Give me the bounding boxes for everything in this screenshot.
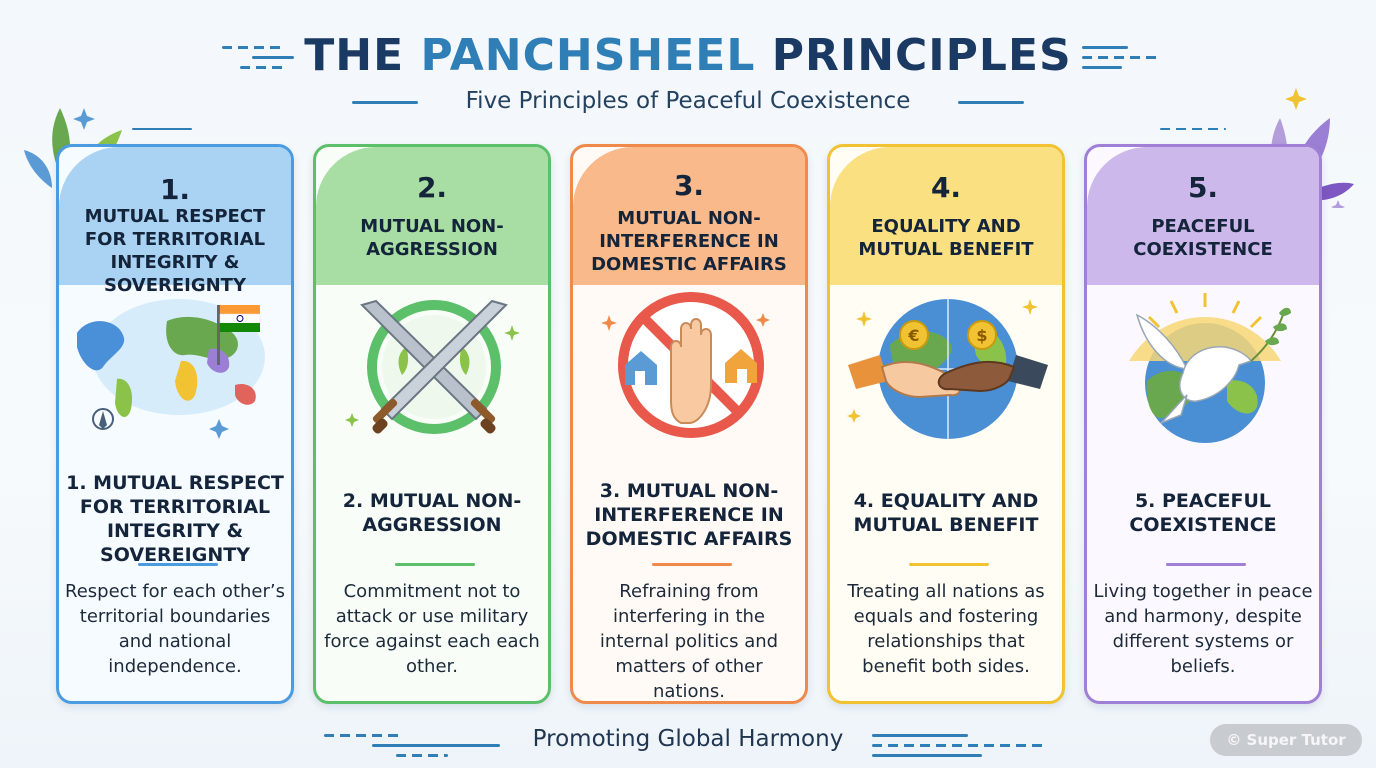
title-deco-left-dash2: [240, 66, 286, 69]
principle-card-2: 2. MUTUAL NON-AGGRESSION 2. MUTUAL NON-A…: [313, 144, 551, 704]
card-2-body-title: 2. MUTUAL NON-AGGRESSION: [342, 490, 522, 536]
footer-deco-right-dash: [872, 744, 1048, 747]
card-4-divider: [909, 563, 989, 566]
card-2-divider: [395, 563, 475, 566]
card-4-header-title: EQUALITY AND MUTUAL BENEFIT: [858, 216, 1034, 260]
card-3-number: 3.: [673, 169, 705, 202]
title-deco-right-line2: [1082, 66, 1122, 69]
card-1-description: Respect for each other’s territorial bou…: [65, 581, 285, 677]
card-5-header: 5. PEACEFUL COEXISTENCE: [1087, 147, 1319, 285]
card-2-illustration: [316, 285, 548, 455]
card-5-body-title: 5. PEACEFUL COEXISTENCE: [1129, 490, 1277, 536]
principle-card-1: 1. MUTUAL RESPECT FOR TERRITORIAL INTEGR…: [56, 144, 294, 704]
handshake-globe-icon: € $: [847, 299, 1048, 439]
card-4-number: 4.: [930, 171, 962, 204]
card-1-header-title: MUTUAL RESPECT FOR TERRITORIAL INTEGRITY…: [84, 206, 266, 296]
brand-badge: © Super Tutor: [1210, 724, 1362, 756]
card-2-description: Commitment not to attack or use military…: [324, 581, 540, 677]
card-4-body-title: 4. EQUALITY AND MUTUAL BENEFIT: [853, 490, 1039, 536]
card-1-divider: [138, 563, 218, 566]
world-map-flag-icon: [77, 299, 265, 439]
title-deco-left-dash: [222, 46, 282, 49]
footer-deco-left-line: [372, 744, 500, 747]
leaf-deco-line-left: [132, 128, 192, 130]
card-2-header-title: MUTUAL NON-AGGRESSION: [360, 216, 504, 260]
principle-card-4: 4. EQUALITY AND MUTUAL BENEFIT € $ 4. EQ…: [827, 144, 1065, 704]
principle-card-5: 5. PEACEFUL COEXISTENCE 5. PEACEFUL COEX…: [1084, 144, 1322, 704]
card-5-illustration: [1087, 285, 1319, 455]
leaf-deco-dash-right: [1160, 128, 1226, 130]
title-accent: PANCHSHEEL: [420, 30, 756, 81]
card-4-header: 4. EQUALITY AND MUTUAL BENEFIT: [830, 147, 1062, 285]
svg-text:$: $: [976, 326, 987, 345]
card-5-header-title: PEACEFUL COEXISTENCE: [1133, 216, 1273, 260]
card-2-header: 2. MUTUAL NON-AGGRESSION: [316, 147, 548, 285]
card-4-description: Treating all nations as equals and foste…: [847, 581, 1045, 677]
card-3-body-title: 3. MUTUAL NON-INTERFERENCE IN DOMESTIC A…: [585, 480, 793, 550]
dove-globe-icon: [1129, 293, 1291, 443]
card-3-header: 3. MUTUAL NON-INTERFERENCE IN DOMESTIC A…: [573, 147, 805, 285]
card-5-divider: [1166, 563, 1246, 566]
title-deco-right-line: [1082, 46, 1128, 49]
subtitle-deco-right: [958, 101, 1024, 104]
card-5-number: 5.: [1187, 171, 1219, 204]
card-1-body-title: 1. MUTUAL RESPECT FOR TERRITORIAL INTEGR…: [66, 472, 284, 566]
title-part1: THE: [304, 30, 421, 81]
card-3-header-title: MUTUAL NON-INTERFERENCE IN DOMESTIC AFFA…: [591, 208, 787, 275]
page-subtitle: Five Principles of Peaceful Coexistence: [465, 88, 911, 114]
crossed-swords-icon: [345, 299, 520, 434]
card-3-description: Refraining from interfering in the inter…: [599, 581, 779, 702]
card-1-header: 1. MUTUAL RESPECT FOR TERRITORIAL INTEGR…: [59, 147, 291, 296]
title-part2: PRINCIPLES: [755, 30, 1072, 81]
footer-deco-right-line: [872, 734, 968, 737]
title-deco-left-line: [252, 56, 294, 59]
card-2-number: 2.: [416, 171, 448, 204]
card-1-number: 1.: [159, 173, 191, 206]
subtitle-deco-left: [352, 101, 418, 104]
stop-hand-icon: [601, 292, 770, 438]
card-4-illustration: € $: [830, 285, 1062, 455]
footer-deco-right-line2: [872, 754, 982, 757]
footer-deco-left-dash: [324, 734, 400, 737]
card-5-description: Living together in peace and harmony, de…: [1093, 581, 1313, 677]
title-deco-right-dash: [1082, 56, 1160, 59]
page-title: THE PANCHSHEEL PRINCIPLES: [0, 30, 1376, 81]
svg-text:€: €: [907, 326, 919, 345]
footer-deco-left-dash2: [396, 754, 448, 757]
card-3-divider: [652, 563, 732, 566]
principle-card-3: 3. MUTUAL NON-INTERFERENCE IN DOMESTIC A…: [570, 144, 808, 704]
card-3-illustration: [573, 285, 805, 455]
footer-tagline: Promoting Global Harmony: [532, 726, 844, 752]
card-1-illustration: [59, 285, 291, 455]
